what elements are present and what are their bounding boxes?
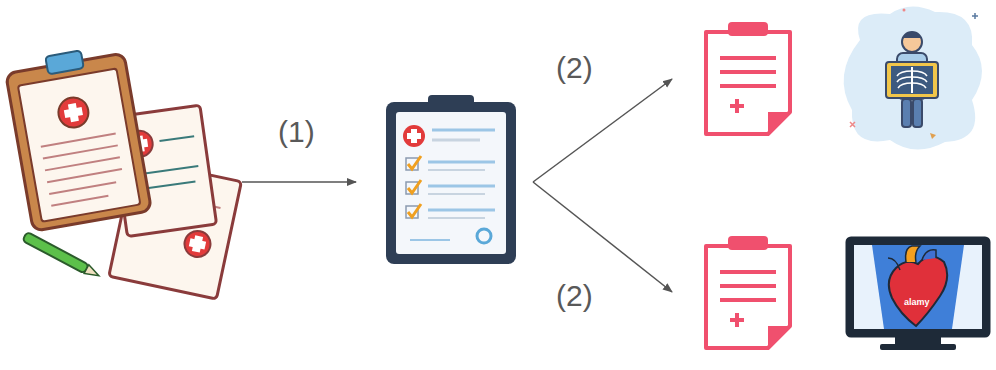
- arrow: [533, 182, 672, 292]
- arrow: [242, 181, 356, 183]
- echo-monitor: [847, 238, 989, 350]
- report-document: [706, 22, 790, 134]
- report-document: [706, 236, 790, 348]
- callout-number: (2): [556, 279, 593, 313]
- checklist-clipboard: [386, 95, 516, 264]
- callout-number: (1): [278, 115, 315, 149]
- callout-number: (2): [556, 51, 593, 85]
- arrow: [533, 79, 672, 182]
- records-stack: [4, 43, 241, 299]
- xray-figure: [844, 6, 982, 149]
- watermark: alamy: [904, 297, 930, 307]
